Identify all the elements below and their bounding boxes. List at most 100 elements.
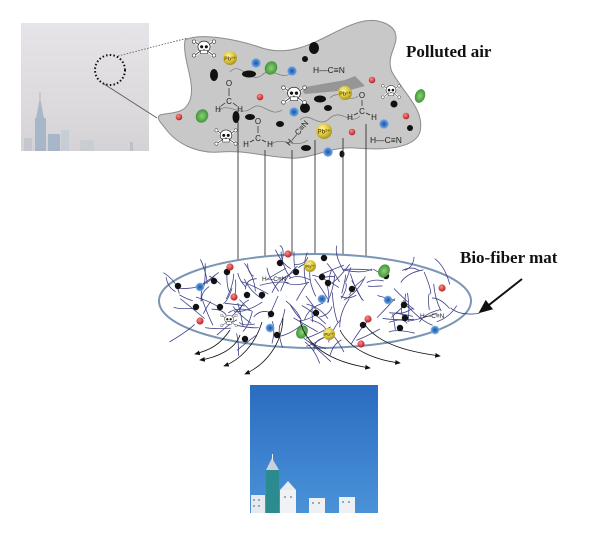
particle-green xyxy=(414,89,426,103)
zoom-connector-top xyxy=(117,37,189,57)
fiber-strand xyxy=(280,265,298,292)
particle-black xyxy=(232,111,240,123)
fiber-strand xyxy=(400,269,424,283)
atom-h: H xyxy=(267,140,273,149)
fiber-strand xyxy=(202,301,212,314)
fiber-strand xyxy=(169,324,195,343)
fiber-strand xyxy=(393,288,409,303)
fiber-strand xyxy=(238,322,255,326)
fiber-strand xyxy=(244,262,256,292)
fiber-strand xyxy=(236,324,259,329)
fiber-strand xyxy=(304,302,324,321)
fiber-strand xyxy=(225,273,235,299)
hazy-skyline-photo xyxy=(21,23,149,151)
atom-c: C xyxy=(255,134,261,143)
zoom-connector-bottom xyxy=(103,83,158,119)
particle-black xyxy=(300,103,310,113)
fiber-strand xyxy=(293,317,318,333)
particle-blue xyxy=(265,323,275,333)
airflow-lines xyxy=(237,122,367,262)
particle-black xyxy=(309,42,319,54)
lead-ion: Pb²⁺ xyxy=(338,86,352,100)
atom-c: C xyxy=(226,97,232,106)
fiber-strand xyxy=(419,309,441,323)
fiber-strand xyxy=(436,305,458,323)
particle-black xyxy=(273,331,281,339)
hcn-molecule: H—C≡N xyxy=(313,65,345,75)
fiber-strand xyxy=(253,311,269,318)
fiber-strand xyxy=(389,312,413,317)
fiber-strand xyxy=(242,310,253,332)
particle-red xyxy=(175,113,183,121)
particle-red xyxy=(368,76,376,84)
atom-o: O xyxy=(226,79,232,88)
particle-blue xyxy=(251,58,261,68)
lead-ion: Pb²⁺ xyxy=(223,51,237,65)
fiber-strand xyxy=(326,274,336,303)
fiber-strand xyxy=(289,304,302,320)
fiber-strand xyxy=(404,256,415,271)
particle-green xyxy=(378,264,390,278)
clean-air-arrows xyxy=(194,317,441,375)
particle-red xyxy=(256,93,264,101)
particle-black xyxy=(320,254,328,262)
lead-ion-label: Pb²⁺ xyxy=(305,264,315,269)
atom-h: H xyxy=(237,105,243,114)
fiber-strand xyxy=(205,327,232,329)
particle-black xyxy=(324,105,332,111)
fiber-strand xyxy=(223,288,233,305)
atom-h: H xyxy=(371,113,377,122)
fiber-strand xyxy=(236,333,240,356)
lead-ion-label: Pb²⁺ xyxy=(318,129,331,136)
atom-h: H xyxy=(243,140,249,149)
lead-ion-label: Pb²⁺ xyxy=(224,56,236,63)
zoom-circle xyxy=(94,54,126,86)
fiber-strand xyxy=(341,274,346,294)
fiber-strand xyxy=(201,286,210,301)
atom-o: O xyxy=(359,91,365,100)
fiber-strand xyxy=(279,309,286,326)
particle-black xyxy=(174,282,182,290)
fiber-strand xyxy=(285,300,302,322)
fiber-strand xyxy=(423,271,432,294)
fiber-strand xyxy=(433,283,442,312)
fiber-strand xyxy=(245,278,257,290)
particle-black xyxy=(258,291,266,299)
fiber-strand xyxy=(431,297,450,309)
fiber-strand xyxy=(366,279,384,283)
particle-black xyxy=(407,125,413,131)
atom-c: C xyxy=(359,107,365,116)
atom-o: O xyxy=(255,117,261,126)
fiber-strand xyxy=(434,258,451,285)
particle-black xyxy=(339,150,345,158)
fiber-strand xyxy=(407,312,438,322)
formaldehyde-molecule: O C H H xyxy=(215,79,243,114)
bio-fiber-mat-label: Bio-fiber mat xyxy=(460,248,558,267)
fiber-strand xyxy=(163,272,180,294)
atom-h: H xyxy=(215,105,221,114)
fiber-strand xyxy=(259,281,289,286)
particle-black xyxy=(359,321,367,329)
fiber-strand xyxy=(173,306,194,310)
fiber-strand xyxy=(247,263,254,277)
fiber-strand xyxy=(326,263,340,283)
fiber-strand xyxy=(382,317,415,321)
fiber-strand xyxy=(311,306,314,323)
lead-ion: Pb²⁺ xyxy=(323,328,335,340)
particle-black xyxy=(223,268,231,276)
particle-red xyxy=(284,250,292,258)
clear-buildings xyxy=(251,454,355,513)
fiber-strand xyxy=(271,274,291,294)
mat-particles xyxy=(174,250,446,348)
hcn-molecule: H—C≡N xyxy=(262,276,287,283)
particle-green xyxy=(296,325,308,339)
lead-ion-label: Pb²⁺ xyxy=(339,91,351,98)
particle-blue xyxy=(287,66,297,76)
fiber-strand xyxy=(232,306,252,324)
lead-ion-label: Pb²⁺ xyxy=(324,332,334,337)
fiber-strand xyxy=(308,341,332,362)
particle-red xyxy=(196,317,204,325)
fiber-strand xyxy=(224,302,245,307)
particle-black xyxy=(390,100,398,108)
fiber-strand xyxy=(428,293,430,311)
